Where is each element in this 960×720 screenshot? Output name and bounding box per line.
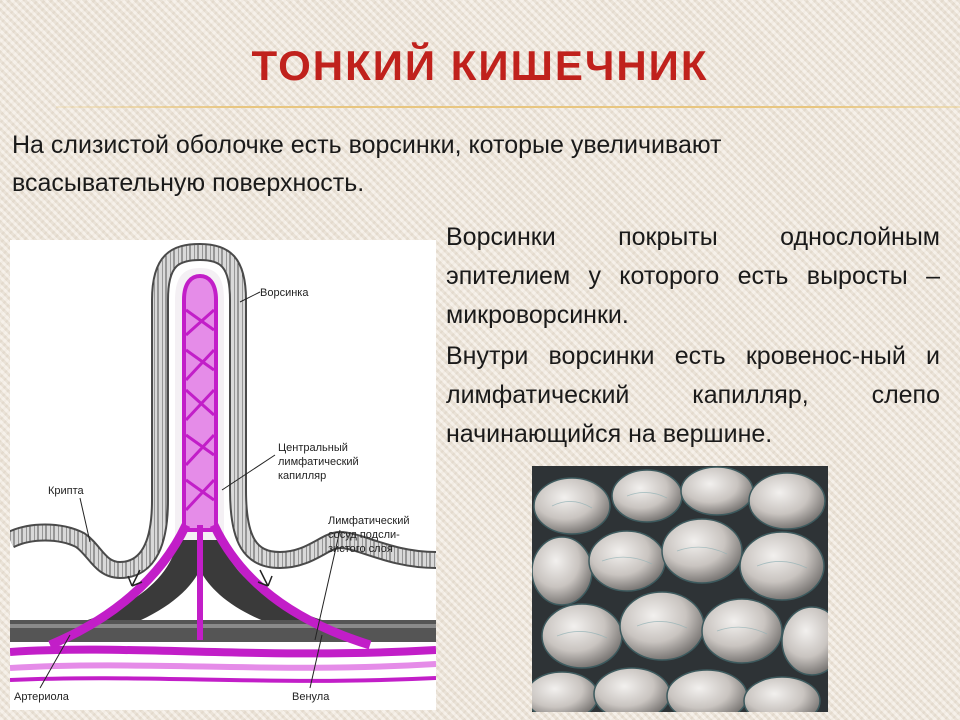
label-central-2: лимфатический [278,456,359,468]
slide-title: ТОНКИЙ КИШЕЧНИК [251,42,709,89]
lymphatic-vessel [10,645,436,658]
micrograph-svg [532,466,828,712]
villus-diagram-svg: Ворсинка Центральный лимфатический капил… [10,243,436,703]
villi-micrograph-image [532,466,828,712]
venous-branch [70,540,340,640]
label-vessel-3: зистого слоя [328,543,393,555]
label-crypt: Крипта [48,485,85,497]
villus-diagram: Ворсинка Центральный лимфатический капил… [10,240,436,710]
capillary-mesh [184,308,216,512]
arteriole-branch [48,523,191,650]
label-central-1: Центральный [278,442,348,454]
paragraph-capillaries: Внутри ворсинки есть кровенос-ный и лимф… [446,342,940,448]
label-venule: Венула [292,691,330,703]
label-arteriole: Артериола [14,691,70,703]
paragraph-epithelium: Ворсинки покрыты однослойным эпителием у… [446,223,940,329]
label-central-3: капилляр [278,470,326,482]
body-text: Ворсинки покрыты однослойным эпителием у… [446,218,940,456]
intro-text: На слизистой оболочке есть ворсинки, кот… [12,131,722,197]
label-vessel-2: сосуд подсли- [328,529,400,541]
title-divider [56,106,960,108]
label-villus: Ворсинка [260,287,309,299]
label-vessel-1: Лимфатический [328,515,410,527]
